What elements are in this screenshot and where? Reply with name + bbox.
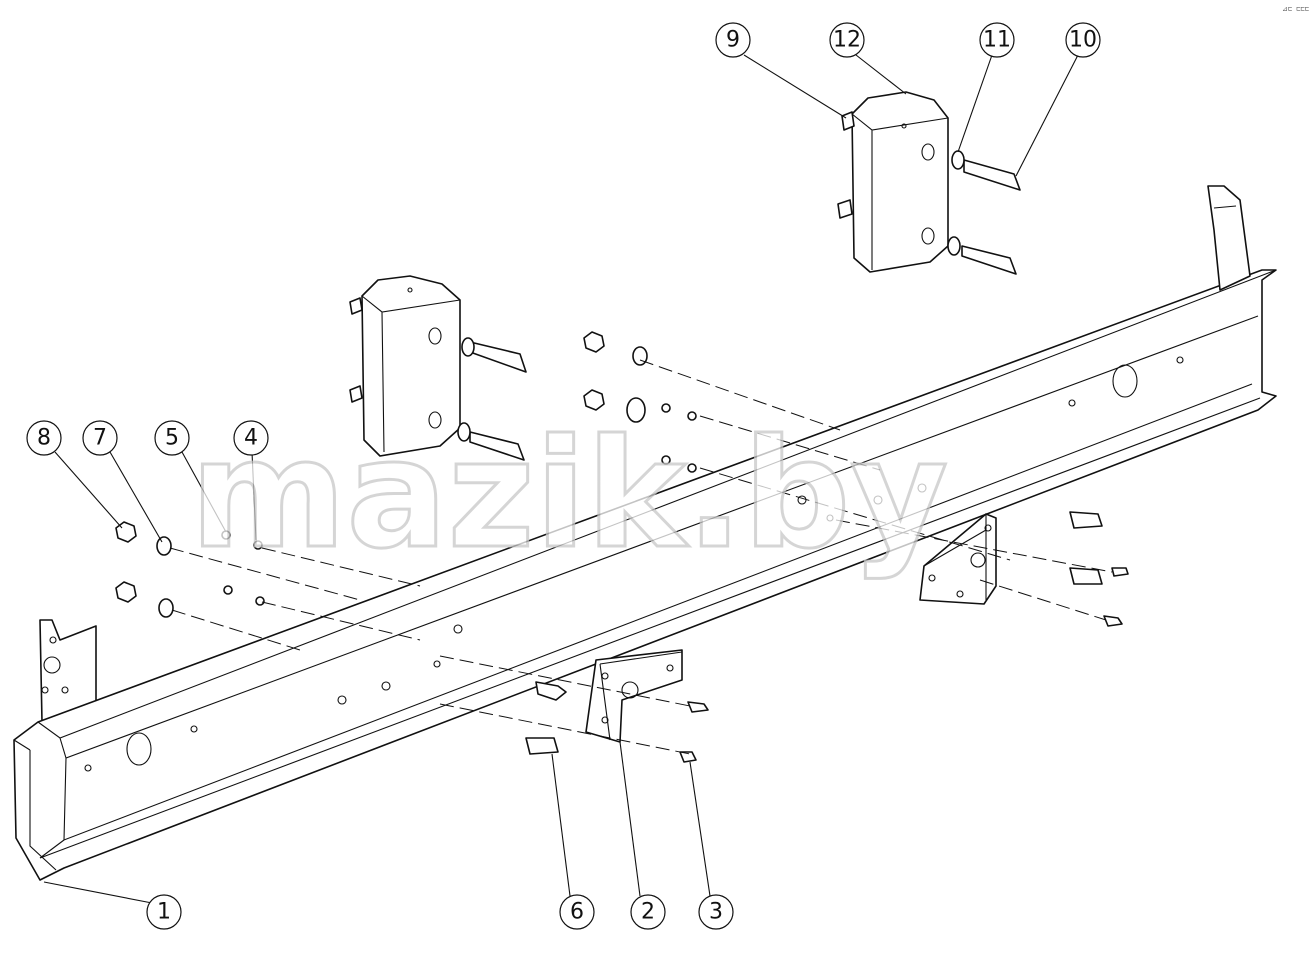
callout-11-label: 11	[983, 28, 1011, 53]
large-beam-hole-left-icon	[126, 732, 152, 766]
callout-5: 5	[154, 420, 190, 456]
mounting-bracket-rear	[919, 513, 997, 605]
corner-mark: ⊿⊏ ⊏⊏⊏	[1282, 5, 1309, 13]
callout-2: 2	[630, 894, 666, 930]
callout-3-label: 3	[709, 900, 723, 925]
mounting-bracket-front	[585, 649, 683, 743]
callout-4-label: 4	[244, 426, 258, 451]
callout-2-label: 2	[641, 900, 655, 925]
rubber-buffer-upper	[837, 91, 1021, 275]
callout-7: 7	[82, 420, 118, 456]
callout-9-label: 9	[726, 28, 740, 53]
callout-10: 10	[1065, 22, 1101, 58]
callout-11: 11	[979, 22, 1015, 58]
rubber-buffer-lower	[349, 275, 527, 461]
bumper-beam	[13, 185, 1277, 881]
callout-9: 9	[715, 22, 751, 58]
callout-3: 3	[698, 894, 734, 930]
beam-body	[13, 269, 1277, 881]
left-bracket-hole-icon	[43, 656, 61, 674]
callout-8-label: 8	[37, 426, 51, 451]
right-end-bracket	[1207, 185, 1251, 291]
assembly-axis-lines	[169, 359, 1113, 755]
leader-lines	[43, 54, 1079, 904]
callout-12: 12	[829, 22, 865, 58]
callout-10-label: 10	[1069, 28, 1097, 53]
callout-5-label: 5	[165, 426, 179, 451]
watermark-text: mazik.by	[190, 408, 948, 582]
callout-4: 4	[233, 420, 269, 456]
callout-1-label: 1	[157, 900, 171, 925]
fasteners	[115, 331, 1129, 763]
callout-1: 1	[146, 894, 182, 930]
callout-12-label: 12	[833, 28, 861, 53]
callout-6-label: 6	[570, 900, 584, 925]
callout-8: 8	[26, 420, 62, 456]
callout-6: 6	[559, 894, 595, 930]
callout-7-label: 7	[93, 426, 107, 451]
large-beam-hole-right-icon	[1112, 364, 1138, 398]
